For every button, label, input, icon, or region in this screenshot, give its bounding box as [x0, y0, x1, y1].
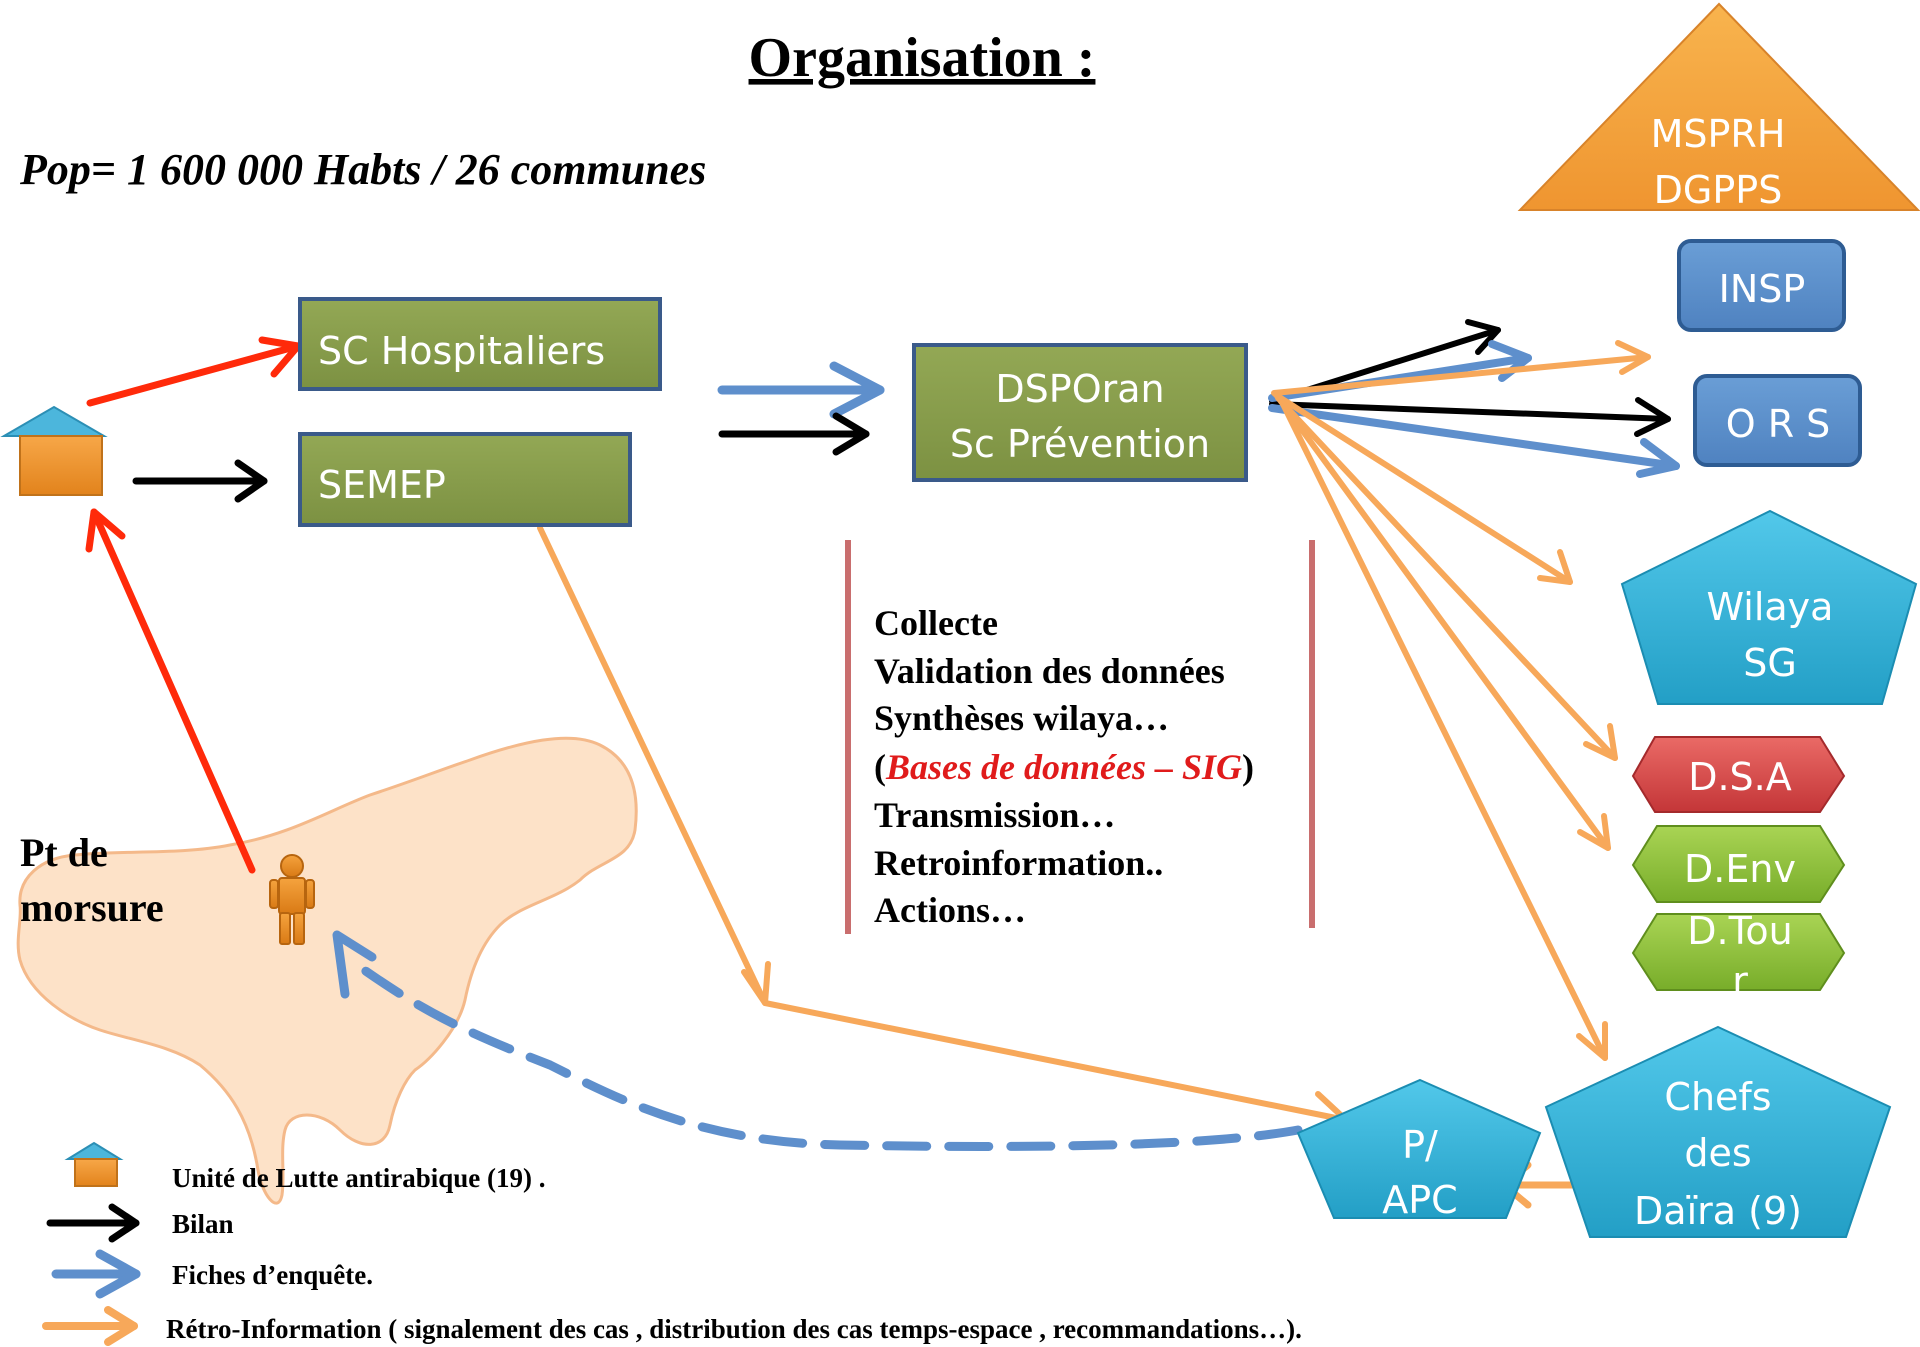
- node-ors-label: O R S: [1726, 402, 1831, 446]
- task-collecte: Collecte: [874, 603, 998, 643]
- node-dtour-line1: D.Tou: [1687, 909, 1792, 953]
- node-dsa-label: D.S.A: [1688, 755, 1792, 799]
- legend-blue-arrow: [51, 1249, 141, 1299]
- node-msprh: MSPRH DGPPS: [1517, 2, 1920, 212]
- bite-point-line2: morsure: [20, 885, 164, 930]
- node-chefs-line3: Daïra (9): [1634, 1189, 1802, 1233]
- person-icon: [269, 854, 315, 945]
- node-dsa: D.S.A: [1631, 736, 1846, 813]
- arrow-bite-point-to-house: [85, 508, 256, 874]
- node-msprh-line2: DGPPS: [1654, 168, 1783, 212]
- node-chefs-daira: Chefs des Daïra (9): [1544, 1025, 1892, 1238]
- bite-point-line1: Pt de: [20, 830, 108, 875]
- arrow-apc-to-bite-point-dashed: [332, 930, 1303, 1151]
- legend-retro-label: Rétro-Information ( signalement des cas …: [166, 1314, 1302, 1344]
- map-region: [16, 736, 638, 1205]
- node-semep: SEMEP: [298, 432, 632, 527]
- node-chefs-line2: des: [1684, 1131, 1751, 1175]
- legend-black-arrow: [46, 1203, 140, 1243]
- node-apc-line2: APC: [1382, 1178, 1457, 1222]
- population-text: Pop= 1 600 000 Habts / 26 communes: [19, 145, 706, 194]
- node-sc-hospitaliers-label: SC Hospitaliers: [318, 329, 605, 373]
- legend: Unité de Lutte antirabique (19) . Bilan …: [42, 1141, 1302, 1346]
- task-bases-italic: Bases de données – SIG: [885, 747, 1242, 787]
- node-semep-label: SEMEP: [318, 463, 446, 507]
- task-actions: Actions…: [874, 890, 1026, 930]
- node-denv: D.Env: [1631, 825, 1846, 903]
- arrow-sc-to-dsp-fiches: [717, 361, 885, 419]
- legend-house-icon: [64, 1141, 124, 1187]
- task-transmission: Transmission…: [874, 795, 1115, 835]
- legend-bilan-label: Bilan: [172, 1209, 234, 1239]
- node-msprh-line1: MSPRH: [1651, 112, 1786, 156]
- node-dsp-line2: Sc Prévention: [950, 422, 1210, 466]
- node-wilaya-line2: SG: [1743, 641, 1797, 685]
- node-wilaya-line1: Wilaya: [1707, 585, 1834, 629]
- task-retroinformation: Retroinformation..: [874, 843, 1163, 883]
- node-ors: O R S: [1693, 374, 1862, 467]
- arrow-semep-to-dsp-bilan: [718, 412, 870, 456]
- tasks-list: Collecte Validation des données Synthèse…: [874, 603, 1254, 930]
- legend-fiches-label: Fiches d’enquête.: [172, 1260, 373, 1290]
- node-apc-line1: P/: [1402, 1123, 1438, 1167]
- task-bases-open: (: [874, 747, 886, 787]
- task-syntheses: Synthèses wilaya…: [874, 698, 1169, 738]
- node-sc-hospitaliers: SC Hospitaliers: [298, 297, 662, 391]
- node-denv-label: D.Env: [1684, 847, 1796, 891]
- node-apc: P/ APC: [1296, 1078, 1542, 1222]
- task-bases-close: ): [1242, 747, 1254, 787]
- node-dsp-line1: DSPOran: [995, 367, 1164, 411]
- arrows-dsp-retro-out: [1271, 340, 1651, 1061]
- arrow-house-to-semep: [132, 459, 268, 503]
- legend-orange-arrow: [42, 1306, 138, 1346]
- node-insp: INSP: [1677, 239, 1846, 332]
- legend-unit-label: Unité de Lutte antirabique (19) .: [172, 1163, 546, 1193]
- page-title: Organisation :: [749, 27, 1096, 89]
- house-icon: [0, 405, 108, 496]
- node-dsp-oran: DSPOran Sc Prévention: [912, 343, 1248, 482]
- node-dtour: D.Tou r: [1631, 909, 1846, 1003]
- node-insp-label: INSP: [1719, 267, 1806, 311]
- task-validation: Validation des données: [874, 651, 1225, 691]
- task-bases-sig: (Bases de données – SIG): [874, 747, 1254, 787]
- node-wilaya: Wilaya SG: [1620, 509, 1918, 705]
- flow-lines: [85, 319, 1680, 1209]
- node-dtour-line2: r: [1732, 959, 1748, 1003]
- arrow-house-to-sc-hospitaliers: [86, 336, 302, 407]
- node-chefs-line1: Chefs: [1664, 1075, 1771, 1119]
